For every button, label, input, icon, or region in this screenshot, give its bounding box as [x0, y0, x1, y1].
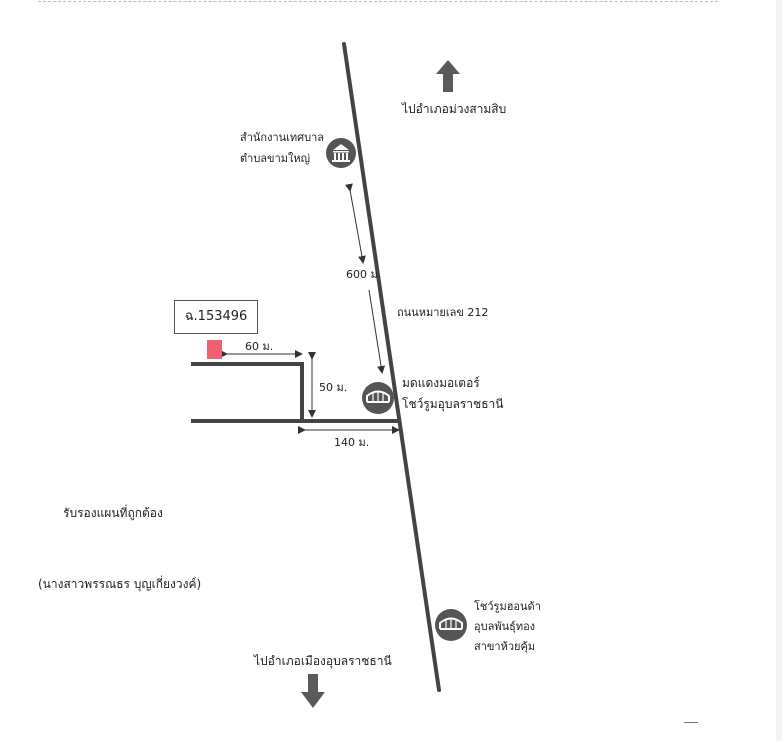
- mod-daeng-label-line1: มดแดงมอเตอร์: [402, 376, 480, 390]
- distance-label-50: 50 ม.: [319, 381, 348, 394]
- north-arrow-icon: [436, 60, 460, 92]
- municipal-office-label-line2: ตำบลขามใหญ่: [240, 152, 310, 165]
- scan-edge: [776, 0, 782, 741]
- top-rule: [38, 1, 718, 2]
- municipal-office-icon: [326, 138, 356, 168]
- mod-daeng-label-line2: โชว์รูมอุบลราชธานี: [402, 397, 504, 411]
- honda-label-line3: สาขาห้วยคุ้ม: [474, 640, 536, 653]
- edge-dash: [684, 722, 698, 723]
- car-showroom-icon: [362, 382, 394, 414]
- distance-label-60: 60 ม.: [245, 340, 274, 353]
- honda-label-line2: อุบลพันธุ์ทอง: [474, 620, 536, 633]
- certification-statement: รับรองแผนที่ถูกต้อง: [63, 506, 163, 520]
- parcel-marker: [207, 340, 222, 359]
- north-direction-label: ไปอำเภอม่วงสามสิบ: [402, 102, 507, 116]
- parcel-id-label: ฉ.153496: [174, 300, 258, 334]
- distance-label-600: 600 ม.: [346, 268, 382, 281]
- road-name-label: ถนนหมายเลข 212: [397, 306, 489, 319]
- distance-line-600-lower: [368, 289, 386, 374]
- honda-label-line1: โชว์รูมฮอนด้า: [474, 600, 541, 613]
- municipal-office-label-line1: สำนักงานเทศบาล: [240, 131, 325, 144]
- south-arrow-icon: [301, 674, 325, 708]
- highway-212: [342, 42, 441, 692]
- distance-line-600: [344, 183, 366, 264]
- car-showroom-icon: [435, 609, 467, 641]
- distance-label-140: 140 ม.: [334, 436, 370, 449]
- signer-name: (นางสาวพรรณธร บุญเกี่ยงวงค์): [38, 577, 202, 591]
- south-direction-label: ไปอำเภอเมืองอุบลราชธานี: [254, 654, 392, 668]
